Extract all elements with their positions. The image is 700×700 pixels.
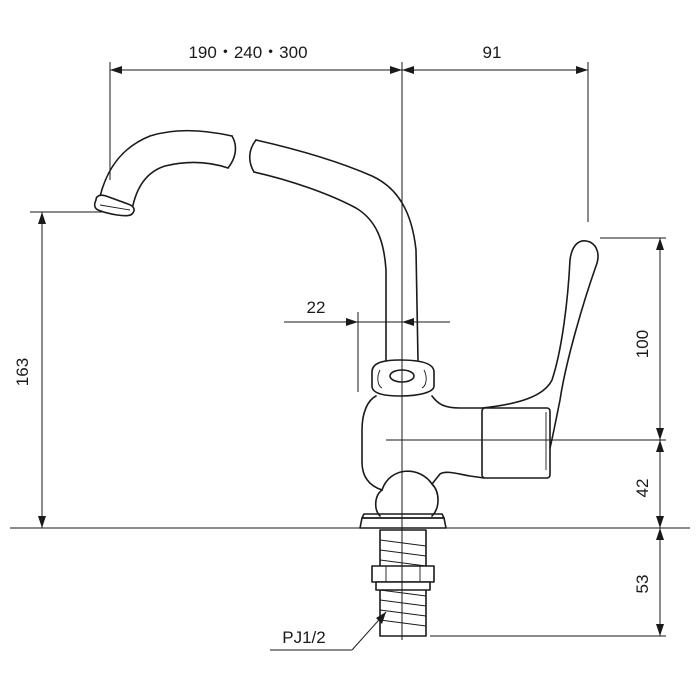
body-height-label: 42 [633,479,652,498]
thread-label: PJ1/2 [282,628,325,647]
dim-shank-length: 53 [430,528,666,637]
dim-spout-length: 190・240・300 [109,43,402,180]
shank-length-label: 53 [633,575,652,594]
pipe-diameter-label: 22 [307,298,326,317]
handle-reach-label: 91 [483,43,502,62]
dim-body-height: 42 [633,440,664,528]
thread-leader: PJ1/2 [270,611,387,651]
reference-lines [10,62,690,640]
spout-length-label: 190・240・300 [188,43,307,62]
dim-handle-reach: 91 [402,43,589,222]
dim-handle-height: 100 [600,237,666,440]
outlet-height-label: 163 [13,358,32,386]
dim-outlet-height: 163 [13,211,104,528]
dim-pipe-diameter: 22 [284,298,450,392]
faucet-outline [93,129,599,637]
handle-height-label: 100 [633,330,652,358]
